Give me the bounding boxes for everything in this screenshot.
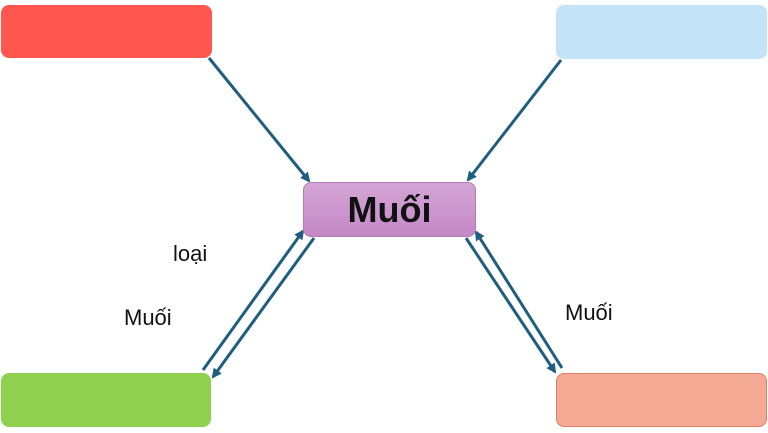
center-box-label: Muối [347, 188, 432, 230]
center-box: Muối [303, 182, 476, 237]
edge-label-left-lower: Muối [124, 305, 172, 330]
arrow-bottom-right-to-center [474, 230, 564, 369]
top-right-box [556, 5, 767, 59]
edge-label-right: Muối [565, 300, 613, 325]
top-left-box [1, 5, 212, 58]
bottom-left-box [1, 373, 211, 427]
edge-label-left-upper: loại [173, 241, 208, 266]
arrow-top-left-to-center [207, 57, 311, 183]
bottom-right-box [556, 373, 767, 427]
arrow-center-to-bottom-right [464, 237, 557, 374]
arrow-bottom-left-to-center [201, 229, 305, 371]
arrow-top-right-to-center [466, 59, 563, 182]
arrow-center-to-bottom-left [211, 237, 316, 379]
